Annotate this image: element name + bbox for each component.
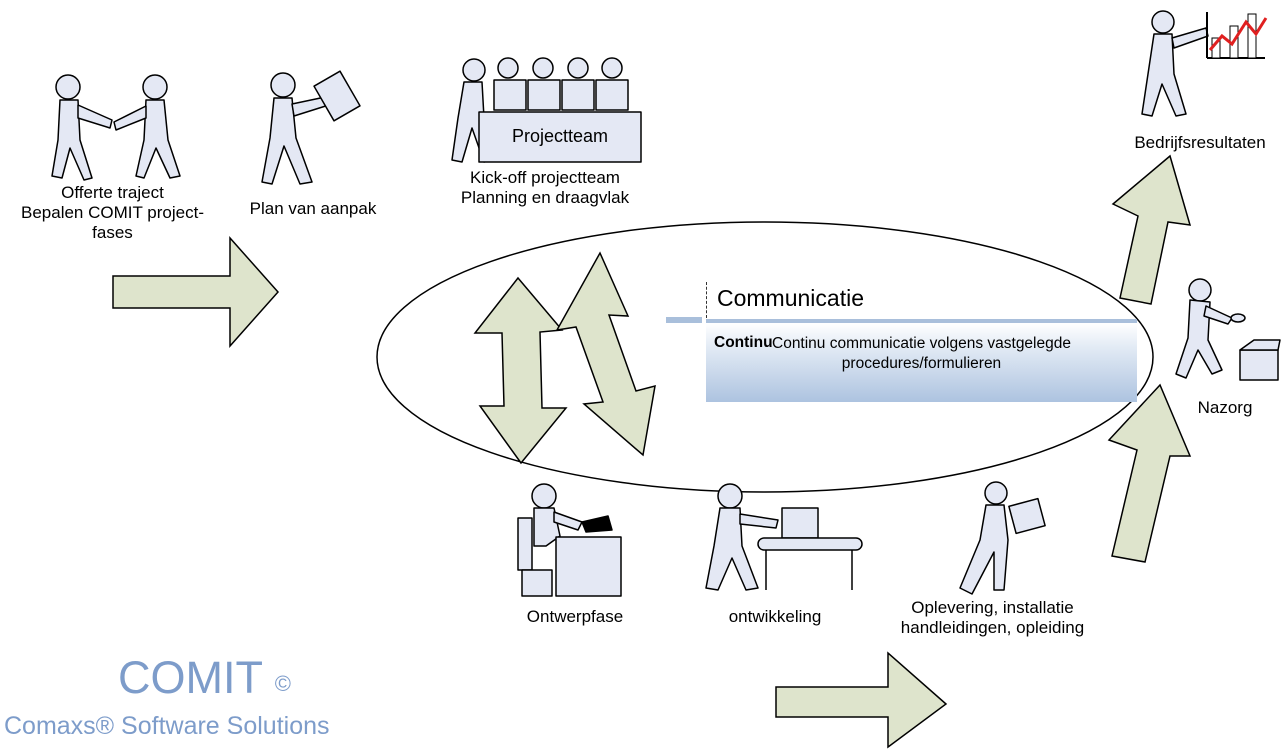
- label-ontwerpfase: Ontwerpfase: [526, 607, 624, 626]
- communicatie-text-line1: Continu communicatie volgens vastgelegde: [772, 335, 1071, 352]
- label-bedrijfsresultaten: Bedrijfsresultaten: [1134, 133, 1266, 152]
- rising-chart-icon: [1206, 12, 1268, 59]
- label-nazorg: Nazorg: [1197, 398, 1253, 417]
- projectteam-group-icon: [451, 57, 642, 163]
- projectteam-sign-label: Projectteam: [511, 126, 609, 146]
- results-figure-icon: [1141, 10, 1209, 117]
- communicatie-bold-word: Continu: [714, 334, 773, 351]
- brand-subtitle: Comaxs® Software Solutions: [4, 712, 330, 740]
- arrow-up-lower: [1107, 383, 1192, 563]
- double-arrow-left: [473, 276, 568, 465]
- designer-at-desk-icon: [517, 483, 622, 597]
- nazorg-figure-icon: [1175, 278, 1281, 381]
- brand-logo: COMIT ©: [118, 654, 291, 702]
- double-arrow-diagonal: [555, 251, 656, 457]
- developer-conveyor-icon: [705, 483, 863, 591]
- label-oplevering-line1: Oplevering, installatie: [911, 598, 1074, 617]
- label-ontwikkeling: ontwikkeling: [728, 607, 822, 626]
- label-offerte-line2: Bepalen COMIT project-: [21, 203, 204, 222]
- delivery-figure-icon: [959, 481, 1046, 595]
- arrow-right-top: [112, 236, 280, 348]
- communicatie-text: Continu communicatie volgens vastgelegde…: [706, 334, 1137, 374]
- arrow-right-bottom: [775, 651, 948, 749]
- label-offerte-line1: Offerte traject: [61, 183, 164, 202]
- communicatie-title: Communicatie: [717, 285, 864, 311]
- label-kickoff-line2: Planning en draagvlak: [460, 188, 630, 207]
- communicatie-divider: [706, 282, 707, 318]
- label-kickoff-line1: Kick-off projectteam: [470, 168, 620, 187]
- communicatie-text-line2: procedures/formulieren: [841, 355, 1002, 372]
- label-offerte-line3: fases: [92, 223, 133, 242]
- plan-figure-icon: [261, 70, 361, 185]
- handshake-figures-icon: [51, 74, 181, 181]
- communicatie-accent-bar: [666, 317, 702, 323]
- label-offerte: Offerte traject Bepalen COMIT project- f…: [0, 183, 225, 243]
- arrow-up-upper: [1111, 154, 1192, 305]
- brand-copyright-symbol: ©: [274, 671, 291, 696]
- label-oplevering: Oplevering, installatie handleidingen, o…: [880, 598, 1105, 638]
- label-kickoff: Kick-off projectteam Planning en draagvl…: [440, 168, 650, 208]
- communicatie-box: [706, 319, 1137, 402]
- brand-name: COMIT: [118, 652, 263, 703]
- label-plan: Plan van aanpak: [249, 199, 377, 218]
- label-oplevering-line2: handleidingen, opleiding: [900, 618, 1085, 637]
